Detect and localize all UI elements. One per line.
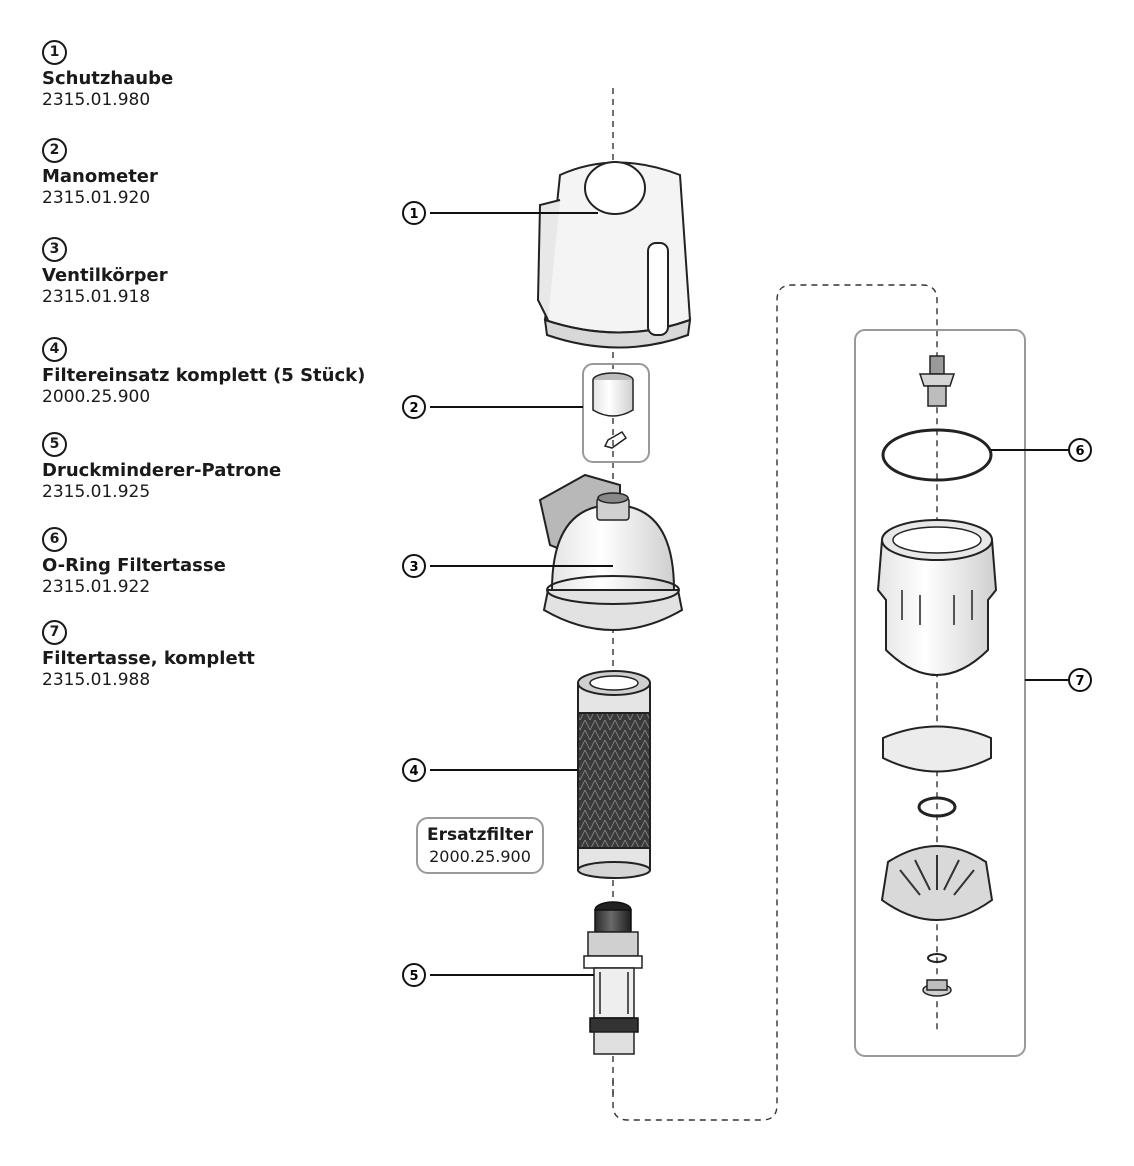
svg-text:5: 5 [409,969,418,984]
part-3-valve-body [538,473,684,631]
callout-7: 7 [1068,668,1092,692]
part-name: Ventilkörper [42,265,168,286]
part-name: Druckminderer-Patrone [42,460,282,481]
number-badge: 4 [42,337,67,362]
legend-item-2: 2 Manometer 2315.01.920 [42,138,158,208]
number-badge: 1 [42,40,67,65]
number-badge: 6 [42,527,67,552]
part-code: 2315.01.925 [42,482,151,502]
legend-item-7: 7 Filtertasse, komplett 2315.01.988 [42,620,255,690]
callout-2: 2 [402,395,426,419]
replacement-filter-title: Ersatzfilter [426,825,534,845]
number-badge: 5 [42,432,67,457]
legend-item-5: 5 Druckminderer-Patrone 2315.01.925 [42,432,281,502]
callout-3: 3 [402,554,426,578]
part-name: Schutzhaube [42,68,174,89]
number-badge: 2 [42,138,67,163]
svg-text:7: 7 [1075,674,1084,689]
legend-item-1: 1 Schutzhaube 2315.01.980 [42,40,173,110]
part-name: Filtertasse, komplett [42,648,255,669]
callout-5: 5 [402,963,426,987]
part-code: 2315.01.920 [42,188,151,208]
part-2-pressure-gauge [582,363,650,463]
part-4-filter-cartridge [577,670,651,879]
part-name: Manometer [42,166,158,187]
part-name: Filtereinsatz komplett (5 Stück) [42,365,366,386]
part-7-filter-bowl [876,519,998,997]
legend-item-6: 6 O-Ring Filtertasse 2315.01.922 [42,527,226,597]
part-code: 2315.01.918 [42,287,151,307]
svg-text:3: 3 [409,560,418,575]
part-6-o-ring [881,428,993,482]
part-code: 2315.01.988 [42,670,151,690]
part-code: 2315.01.922 [42,577,151,597]
part-code: 2315.01.980 [42,90,151,110]
connector-path [612,284,938,1121]
number-badge: 7 [42,620,67,645]
number-badge: 3 [42,237,67,262]
part-1-protective-cover [536,161,692,349]
callout-4: 4 [402,758,426,782]
part-name: O-Ring Filtertasse [42,555,226,576]
svg-text:4: 4 [409,764,418,779]
filter-bowl-group-frame [854,329,1026,1057]
connector-fitting [918,355,956,407]
legend-item-3: 3 Ventilkörper 2315.01.918 [42,237,168,307]
svg-text:1: 1 [409,207,418,222]
legend-item-4: 4 Filtereinsatz komplett (5 Stück) 2000.… [42,337,365,407]
svg-text:2: 2 [409,401,418,416]
callout-1: 1 [402,201,426,225]
replacement-filter-label: Ersatzfilter 2000.25.900 [416,817,544,874]
callout-6: 6 [1068,438,1092,462]
replacement-filter-code: 2000.25.900 [429,847,531,866]
part-5-pressure-reducer-cartridge [583,901,643,1055]
part-code: 2000.25.900 [42,387,151,407]
svg-text:6: 6 [1075,444,1084,459]
